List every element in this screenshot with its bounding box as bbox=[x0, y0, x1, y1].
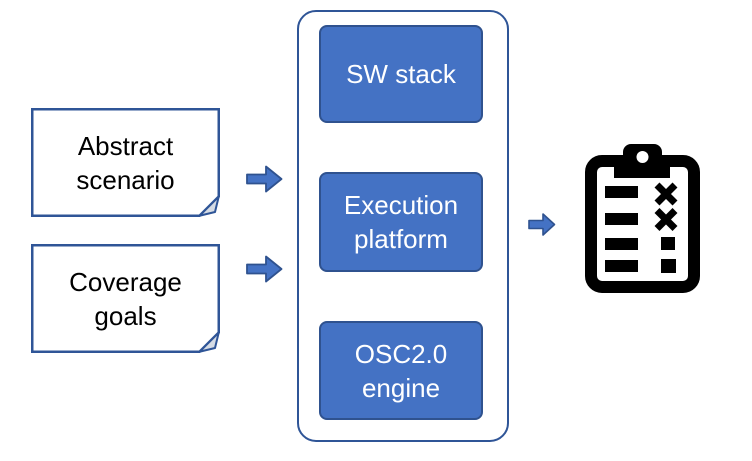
folded-note-shape bbox=[31, 244, 220, 353]
note-label: Coverage goals bbox=[69, 266, 182, 331]
note-coverage-goals: Coverage goals bbox=[31, 244, 220, 353]
component-label: Execution platform bbox=[343, 190, 459, 254]
note-label: Abstract scenario bbox=[76, 130, 175, 195]
folded-corner-icon bbox=[198, 195, 220, 217]
checklist-x-marks bbox=[654, 182, 678, 231]
component-osc2-engine: OSC2.0 engine bbox=[319, 321, 483, 420]
right-arrow-icon bbox=[246, 165, 283, 193]
component-label: SW stack bbox=[346, 59, 456, 89]
component-label: OSC2.0 engine bbox=[354, 338, 448, 403]
checklist-lines bbox=[605, 186, 638, 272]
checklist-squares bbox=[661, 237, 676, 273]
folded-corner-icon bbox=[198, 331, 220, 353]
clipboard-clip-hole bbox=[636, 151, 649, 163]
component-sw-stack: SW stack bbox=[319, 25, 483, 123]
note-abstract-scenario: Abstract scenario bbox=[31, 108, 220, 217]
clipboard-checklist-icon bbox=[585, 144, 700, 293]
right-arrow-icon bbox=[246, 255, 283, 283]
folded-note-shape bbox=[31, 108, 220, 217]
right-arrow-icon bbox=[528, 213, 556, 236]
component-execution-platform: Execution platform bbox=[319, 172, 483, 272]
